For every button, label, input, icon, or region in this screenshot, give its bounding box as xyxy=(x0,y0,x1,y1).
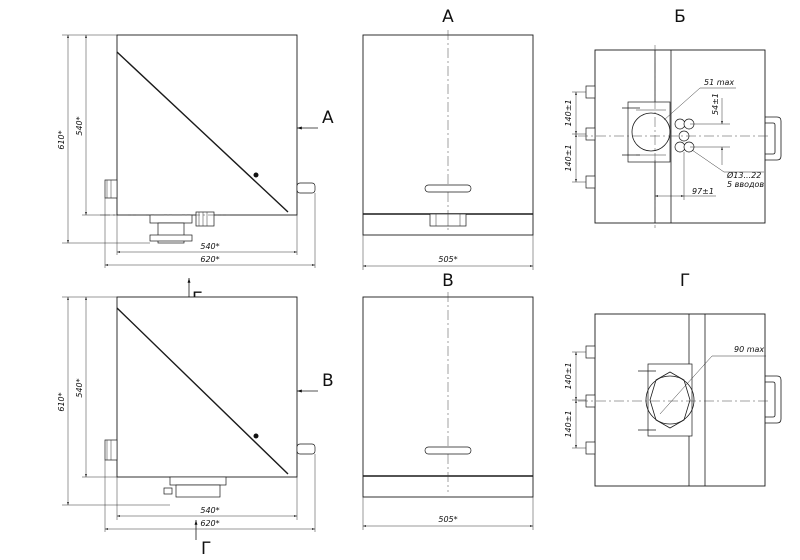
dim-140-b-lower: 140±1 xyxy=(564,144,573,171)
dim-505-bottom: 505* xyxy=(438,515,457,524)
dim-90-max: 90 max xyxy=(734,345,764,354)
lock-dot xyxy=(253,172,259,178)
view-arrow-a-label: А xyxy=(322,108,334,128)
lock-dot-2 xyxy=(253,433,259,439)
view-g-title: Г xyxy=(680,271,690,291)
view-a-title: А xyxy=(442,7,454,27)
dim-540-width-bottom: 540* xyxy=(200,506,219,515)
dim-540-height-top: 540* xyxy=(75,116,84,135)
dim-620-width-bottom: 620* xyxy=(200,519,219,528)
dim-540-width-top: 540* xyxy=(200,242,219,251)
dim-13-22: Ø13...22 xyxy=(726,170,761,180)
dim-540-height-bottom: 540* xyxy=(75,378,84,397)
dim-5-inlets: 5 вводов xyxy=(727,180,764,189)
dim-610-bottom: 610* xyxy=(57,392,66,411)
dim-51-max: 51 max xyxy=(704,78,734,87)
dim-140-g-lower: 140±1 xyxy=(564,410,573,437)
dim-140-g-upper: 140±1 xyxy=(564,362,573,389)
view-g-bottom xyxy=(572,313,782,487)
side-view-bottom xyxy=(62,296,318,540)
view-v-front xyxy=(362,292,534,530)
side-view-top xyxy=(62,34,318,297)
dim-505-top: 505* xyxy=(438,255,457,264)
dim-97: 97±1 xyxy=(692,187,714,196)
view-v-title: В xyxy=(442,271,454,291)
dim-54: 54±1 xyxy=(711,93,720,115)
view-b-bottom xyxy=(572,45,782,228)
dim-610-top: 610* xyxy=(57,130,66,149)
dim-620-width-top: 620* xyxy=(200,255,219,264)
view-a-front xyxy=(362,30,534,270)
view-arrow-g-label: Г xyxy=(201,539,211,559)
dim-140-b-upper: 140±1 xyxy=(564,99,573,126)
view-b-title: Б xyxy=(674,7,686,27)
view-arrow-v-label: В xyxy=(322,371,334,391)
